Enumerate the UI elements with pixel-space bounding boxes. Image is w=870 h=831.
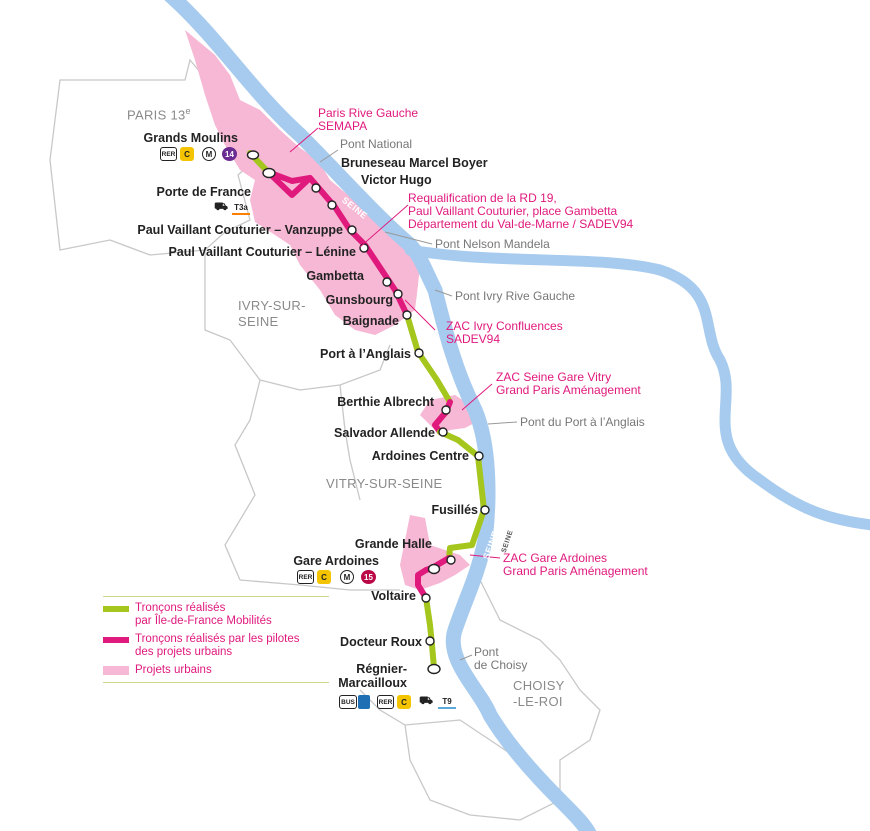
bridge-leader-lines xyxy=(319,149,518,661)
station-dot-grands-moulins xyxy=(246,150,260,160)
station-dot-gambetta xyxy=(382,277,392,287)
station-dot-voltaire xyxy=(421,593,431,603)
station-dot-bruneseau xyxy=(311,183,321,193)
city-paris13: PARIS 13e xyxy=(127,106,191,123)
metro-15-badge: 15 xyxy=(361,570,376,584)
station-dot-port-anglais xyxy=(414,348,424,358)
metro-badge: M xyxy=(340,570,354,584)
station-dot-docteur-roux xyxy=(425,636,435,646)
station-dot-vanzuppe xyxy=(347,225,357,235)
city-choisy: CHOISY-LE-ROI xyxy=(513,678,565,709)
station-salvador: Salvador Allende xyxy=(334,426,435,440)
station-dot-regnier xyxy=(427,663,441,675)
rer-badge: RER xyxy=(160,147,177,161)
tram-icon: ⛟ xyxy=(214,201,228,213)
station-dot-berthie xyxy=(441,405,451,415)
tram-t9-badge: T9 xyxy=(438,695,456,709)
station-regnier: Régnier-Marcailloux xyxy=(338,662,407,690)
station-gunsbourg: Gunsbourg xyxy=(325,293,393,307)
legend-swatch-zones xyxy=(103,666,129,675)
station-grands-moulins: Grands Moulins xyxy=(143,131,238,145)
station-berthie: Berthie Albrecht xyxy=(337,395,434,409)
station-dot-salvador xyxy=(438,427,448,437)
rer-c-badge: C xyxy=(397,695,411,709)
bridge-pont-port-anglais: Pont du Port à l’Anglais xyxy=(520,415,645,429)
bridge-pont-ivry: Pont Ivry Rive Gauche xyxy=(455,289,576,303)
station-gambetta: Gambetta xyxy=(306,269,364,283)
station-dot-baignade xyxy=(402,310,412,320)
city-ivry: IVRY-SUR-SEINE xyxy=(238,298,306,329)
legend-label-zones: Projets urbains xyxy=(135,664,212,676)
city-vitry: VITRY-SUR-SEINE xyxy=(326,476,443,491)
river-label-marne: MARNE xyxy=(461,266,497,276)
station-docteur-roux: Docteur Roux xyxy=(340,635,422,649)
rivers xyxy=(164,0,870,831)
station-vanzuppe: Paul Vaillant Couturier – Vanzuppe xyxy=(137,223,343,237)
station-dot-victor-hugo xyxy=(327,200,337,210)
legend-divider xyxy=(103,596,329,597)
rer-c-badge: C xyxy=(317,570,331,584)
station-dot-ardoines-centre xyxy=(474,451,484,461)
station-bruneseau: Bruneseau Marcel Boyer xyxy=(341,156,488,170)
station-ardoines-centre: Ardoines Centre xyxy=(371,449,469,463)
bus-badge: BUS xyxy=(339,695,357,709)
station-dot-porte-de-france xyxy=(262,167,276,179)
station-lenine: Paul Vaillant Couturier – Lénine xyxy=(168,245,356,259)
tram-icon: ⛟ xyxy=(419,695,433,707)
metro-14-badge: 14 xyxy=(222,147,237,161)
rer-badge: RER xyxy=(377,695,394,709)
legend-swatch-green xyxy=(103,606,129,612)
tram-stations xyxy=(246,150,490,675)
station-dot-gare-ardoines xyxy=(427,563,441,575)
bridge-pont-nelson: Pont Nelson Mandela xyxy=(435,237,550,251)
legend-divider xyxy=(103,682,329,683)
rer-badge: RER xyxy=(297,570,314,584)
station-voltaire: Voltaire xyxy=(371,589,416,603)
station-port-anglais: Port à l’Anglais xyxy=(320,347,411,361)
metro-badge: M xyxy=(202,147,216,161)
project-leader-lines xyxy=(289,127,501,559)
commune-boundaries xyxy=(49,58,601,821)
station-victor-hugo: Victor Hugo xyxy=(361,173,432,187)
bridge-pont-national: Pont National xyxy=(340,137,413,151)
station-fusilles: Fusillés xyxy=(431,503,478,517)
station-gare-ardoines: Gare Ardoines xyxy=(293,554,379,568)
station-baignade: Baignade xyxy=(342,314,399,328)
legend-swatch-magenta xyxy=(103,637,129,643)
project-rd19: Requalification de la RD 19,Paul Vaillan… xyxy=(408,191,634,231)
legend-item-zones: Projets urbains xyxy=(103,664,329,677)
bus-line-icon xyxy=(358,695,370,709)
station-grande-halle: Grande Halle xyxy=(354,537,432,551)
station-porte-de-france: Porte de France xyxy=(156,185,251,199)
station-dot-lenine xyxy=(359,243,369,253)
rer-c-badge: C xyxy=(180,147,194,161)
tram-t3a-badge: T3a xyxy=(232,201,250,215)
station-dot-fusilles xyxy=(480,505,490,515)
station-dot-gunsbourg xyxy=(393,289,403,299)
station-dot-grande-halle xyxy=(446,555,456,565)
